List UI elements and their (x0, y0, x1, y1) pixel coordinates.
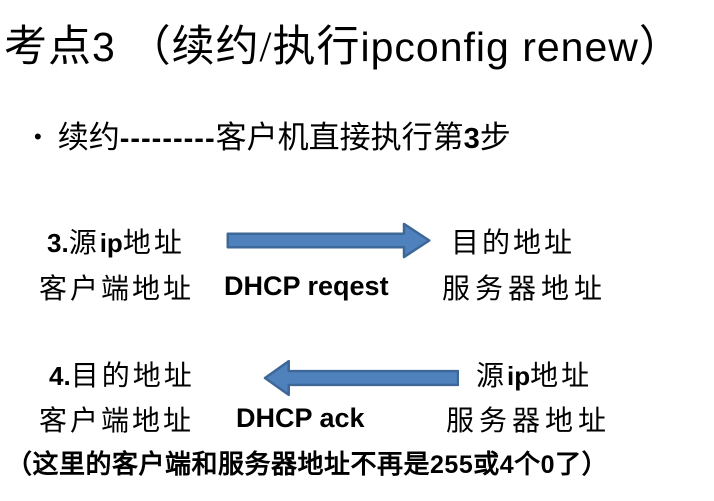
title-text-zh2: （续约/执行 (115, 24, 361, 71)
note-zh1: （这里的客户端和服务器地址不再是 (6, 450, 431, 479)
title-text-zh: 考点 (4, 24, 92, 71)
step3-source-ip: ip (99, 228, 123, 258)
step4-source-zh2: 地址 (530, 361, 593, 392)
title-step-number: 3 (92, 24, 116, 70)
bullet-text-renew: 续约 (57, 120, 120, 155)
bullet-text-action: 客户机直接执行第 (215, 120, 464, 155)
left-arrow-icon (263, 359, 459, 397)
note-zh4: 了） (555, 450, 609, 479)
step4-dest-label: 4.目的地址 (49, 354, 195, 394)
note-zh3: 个 (514, 450, 541, 479)
title-command-text: ipconfig renew (360, 24, 639, 70)
step3-message-label: DHCP reqest (224, 271, 389, 301)
note-num-0: 0 (540, 451, 556, 479)
note-num-255: 255 (430, 451, 474, 479)
note-text: （这里的客户端和服务器地址不再是255或4个0了） (6, 444, 608, 481)
step4-message-label: DHCP ack (236, 403, 365, 433)
step3-number: 3. (47, 228, 69, 258)
step4-number: 4. (49, 361, 71, 391)
bullet-item: • 续约---------客户机直接执行第3步 (34, 112, 511, 157)
bullet-text-suffix: 步 (479, 120, 511, 155)
step4-client-label: 客户端地址 (39, 406, 195, 437)
step3-server-label: 服务器地址 (442, 274, 608, 305)
page-title: 考点3 （续约/执行ipconfig renew） (4, 12, 683, 74)
step3-source-zh2: 地址 (122, 228, 185, 259)
step3-source-label: 3.源ip地址 (47, 221, 185, 261)
step4-source-label: 源ip地址 (476, 354, 592, 394)
step4-source-ip: ip (507, 361, 531, 391)
bullet-step-number: 3 (463, 123, 480, 155)
note-num-4: 4 (499, 451, 515, 479)
step4-dest-zh: 目的地址 (70, 361, 195, 392)
right-arrow-icon (226, 222, 431, 259)
bullet-marker: • (34, 124, 42, 149)
step3-source-zh1: 源 (68, 228, 100, 259)
title-close-paren: ） (638, 24, 683, 71)
step4-server-label: 服务器地址 (446, 406, 612, 437)
note-zh2: 或 (473, 450, 500, 479)
step3-dest-label: 目的地址 (451, 228, 576, 259)
step3-client-label: 客户端地址 (39, 274, 195, 305)
bullet-dashes: --------- (119, 123, 216, 155)
step4-source-zh1: 源 (476, 361, 508, 392)
